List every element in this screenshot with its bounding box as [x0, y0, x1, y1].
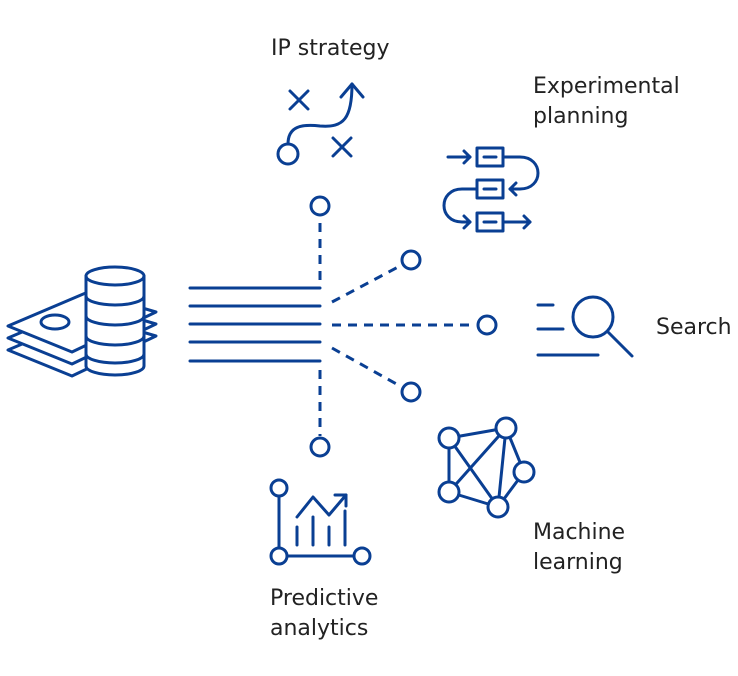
workflow-icon [442, 146, 540, 233]
label-machine-line-1: Machine [533, 520, 626, 545]
connector-upper-right [331, 249, 422, 304]
data-lines [188, 286, 322, 363]
network-graph-icon [437, 416, 536, 519]
search-icon [536, 295, 634, 358]
label-predictive-line-1: Predictive [270, 586, 379, 611]
connector-top [309, 195, 331, 280]
label-experimental-planning: Experimental planning [533, 72, 680, 132]
label-predictive-analytics: Predictive analytics [270, 584, 378, 644]
connector-bottom [309, 370, 331, 458]
label-predictive-line-2: analytics [270, 616, 369, 641]
database-stack-icon [6, 265, 158, 378]
label-search: Search [656, 315, 732, 340]
label-ip-strategy: IP strategy [271, 36, 390, 61]
connector-lower-right [331, 346, 422, 403]
strategy-path-icon [276, 82, 365, 166]
label-experimental-line-2: planning [533, 104, 629, 129]
label-experimental-line-1: Experimental [533, 74, 680, 99]
connector-right [332, 314, 498, 336]
label-machine-learning: Machine learning [533, 518, 625, 578]
label-machine-line-2: learning [533, 550, 623, 575]
bar-chart-trend-icon [269, 478, 372, 566]
